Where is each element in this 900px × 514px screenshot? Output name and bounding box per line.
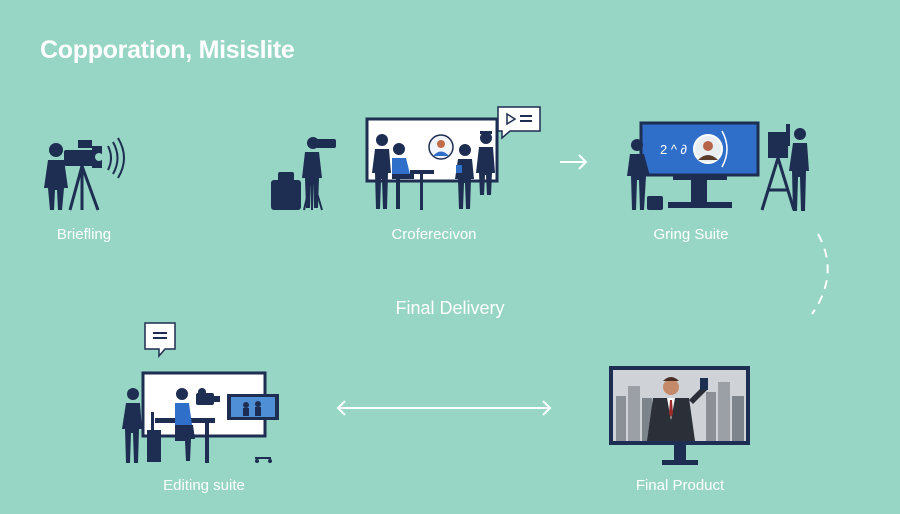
final-product-illustration — [609, 366, 750, 465]
conference-illustration — [271, 106, 541, 211]
grading-formula: 2 ^ ∂ — [660, 142, 687, 157]
editing-illustration — [122, 322, 279, 463]
play-button-icon — [497, 106, 541, 140]
stage-label-editing: Editing suite — [163, 477, 245, 494]
stage-label-final-delivery: Final Delivery — [395, 298, 505, 318]
arrow-right-icon — [560, 154, 588, 170]
chat-bubble-icon — [144, 322, 176, 359]
dashed-connector — [811, 233, 829, 315]
stage-label-conference: Croferecivon — [391, 226, 477, 243]
grading-illustration: 2 ^ ∂ — [627, 121, 809, 211]
page-title: Copporation, Misislite — [40, 36, 295, 64]
signal-waves-icon — [107, 137, 125, 179]
stage-label-briefing: Briefling — [56, 226, 112, 243]
stage-label-grading: Gring Suite — [653, 226, 729, 243]
stage-label-final-product: Final Product — [635, 477, 725, 494]
video-camera-icon — [64, 140, 103, 168]
arrow-double-icon — [336, 400, 552, 416]
briefing-illustration — [44, 137, 125, 211]
